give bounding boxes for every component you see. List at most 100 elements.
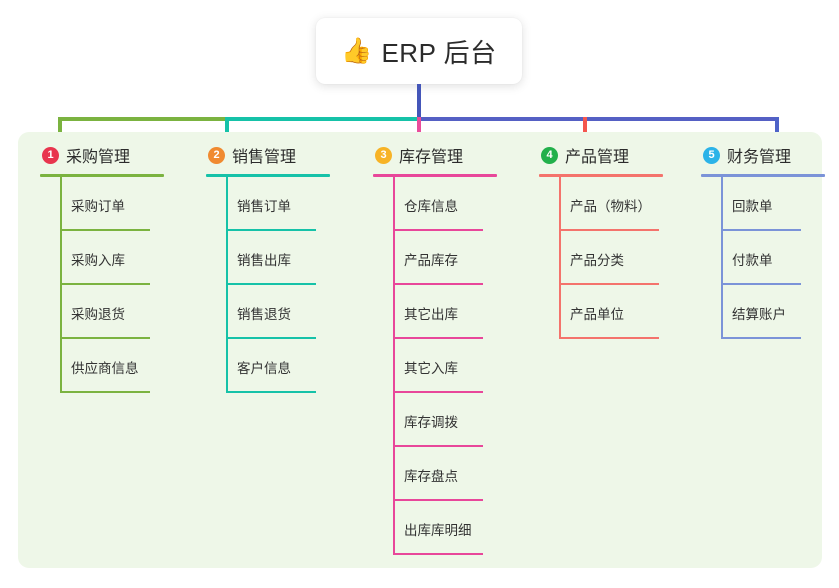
connector-root-stem — [417, 84, 421, 120]
thumbs-up-icon: 👍 — [341, 36, 373, 65]
branch-item[interactable]: 出库库明细 — [373, 501, 497, 555]
branch-item[interactable]: 客户信息 — [206, 339, 330, 393]
branch-header-4[interactable]: 4 产品管理 — [539, 142, 663, 168]
branch-badge-3: 3 — [375, 146, 392, 164]
branch-badge-1: 1 — [42, 146, 59, 164]
branch-item-underline — [721, 283, 801, 285]
branch-item[interactable]: 产品（物料） — [539, 177, 663, 231]
branch-item-label: 产品单位 — [570, 307, 624, 322]
branch-item-label: 采购退货 — [71, 307, 125, 322]
branch-item-label: 付款单 — [732, 253, 773, 268]
branch-item-underline — [721, 229, 801, 231]
branch-items-2: 销售订单销售出库销售退货客户信息 — [206, 177, 330, 393]
branch-item-label: 产品（物料） — [570, 199, 651, 214]
branch-item[interactable]: 其它入库 — [373, 339, 497, 393]
branch-item[interactable]: 库存盘点 — [373, 447, 497, 501]
branch-item-underline — [559, 229, 659, 231]
branch-item-label: 销售出库 — [237, 253, 291, 268]
branch-items-5: 回款单付款单结算账户 — [701, 177, 825, 339]
connector-bus-segment-2 — [225, 117, 421, 121]
branch-item[interactable]: 产品分类 — [539, 231, 663, 285]
branch-item-underline — [226, 391, 316, 393]
branch-header-3[interactable]: 3 库存管理 — [373, 142, 497, 168]
branch-item[interactable]: 仓库信息 — [373, 177, 497, 231]
connector-drop-3 — [417, 117, 421, 143]
branch-item[interactable]: 其它出库 — [373, 285, 497, 339]
connector-drop-5 — [775, 117, 779, 143]
branch-item-underline — [60, 283, 150, 285]
branch-column-4: 4 产品管理产品（物料） 产品分类产品单位 — [539, 142, 663, 339]
branch-items-4: 产品（物料） 产品分类产品单位 — [539, 177, 663, 339]
branch-item[interactable]: 销售出库 — [206, 231, 330, 285]
branch-item-label: 库存盘点 — [404, 469, 458, 484]
branch-item-underline — [226, 337, 316, 339]
branch-underline-5 — [701, 174, 825, 177]
branch-item-underline — [60, 229, 150, 231]
connector-drop-4 — [583, 117, 587, 143]
branch-column-2: 2 销售管理销售订单销售出库销售退货客户信息 — [206, 142, 330, 393]
root-node[interactable]: 👍 ERP 后台 — [316, 18, 522, 84]
root-title: ERP 后台 — [381, 37, 497, 68]
branch-underline-2 — [206, 174, 330, 177]
branch-item[interactable]: 销售订单 — [206, 177, 330, 231]
branch-item-underline — [393, 391, 483, 393]
branch-header-1[interactable]: 1 采购管理 — [40, 142, 164, 168]
branch-item-label: 销售订单 — [237, 199, 291, 214]
branch-item-label: 其它出库 — [404, 307, 458, 322]
branch-item-label: 销售退货 — [237, 307, 291, 322]
branch-item-underline — [559, 283, 659, 285]
branch-item-label: 出库库明细 — [404, 523, 472, 538]
branch-title-4: 产品管理 — [565, 149, 630, 166]
branch-item[interactable]: 采购入库 — [40, 231, 164, 285]
branch-spine-3 — [393, 177, 395, 555]
branch-underline-1 — [40, 174, 164, 177]
branch-spine-2 — [226, 177, 228, 393]
branch-item-underline — [60, 337, 150, 339]
connector-drop-2 — [225, 117, 229, 143]
branch-underline-4 — [539, 174, 663, 177]
branch-item[interactable]: 产品库存 — [373, 231, 497, 285]
branch-item-label: 客户信息 — [237, 361, 291, 376]
branch-item-underline — [60, 391, 150, 393]
branch-item[interactable]: 付款单 — [701, 231, 825, 285]
branch-item-underline — [393, 445, 483, 447]
branch-item-underline — [226, 229, 316, 231]
branch-item-underline — [393, 283, 483, 285]
branch-header-2[interactable]: 2 销售管理 — [206, 142, 330, 168]
branch-item-label: 结算账户 — [732, 307, 786, 322]
branch-item[interactable]: 供应商信息 — [40, 339, 164, 393]
branch-item[interactable]: 采购订单 — [40, 177, 164, 231]
branch-spine-1 — [60, 177, 62, 393]
branch-item-underline — [393, 553, 483, 555]
branch-badge-5: 5 — [703, 146, 720, 164]
branch-item[interactable]: 结算账户 — [701, 285, 825, 339]
branch-item-underline — [559, 337, 659, 339]
connector-bus-segment-1 — [58, 117, 227, 121]
branch-item[interactable]: 销售退货 — [206, 285, 330, 339]
branch-item[interactable]: 库存调拨 — [373, 393, 497, 447]
branch-item-label: 产品库存 — [404, 253, 458, 268]
branch-item-label: 采购订单 — [71, 199, 125, 214]
branch-item-underline — [226, 283, 316, 285]
branch-item-label: 产品分类 — [570, 253, 624, 268]
branch-item[interactable]: 回款单 — [701, 177, 825, 231]
branch-item-label: 采购入库 — [71, 253, 125, 268]
branch-item[interactable]: 产品单位 — [539, 285, 663, 339]
connector-drop-1 — [58, 117, 62, 143]
branch-item-underline — [393, 499, 483, 501]
branch-column-1: 1 采购管理采购订单采购入库采购退货供应商信息 — [40, 142, 164, 393]
branch-item[interactable]: 采购退货 — [40, 285, 164, 339]
branch-item-underline — [721, 337, 801, 339]
branch-title-3: 库存管理 — [399, 149, 464, 166]
branch-item-label: 供应商信息 — [71, 361, 139, 376]
branch-item-label: 库存调拨 — [404, 415, 458, 430]
branch-items-1: 采购订单采购入库采购退货供应商信息 — [40, 177, 164, 393]
branch-title-2: 销售管理 — [232, 149, 297, 166]
branch-title-1: 采购管理 — [66, 149, 131, 166]
branch-badge-2: 2 — [208, 146, 225, 164]
branch-item-underline — [393, 229, 483, 231]
branch-item-label: 仓库信息 — [404, 199, 458, 214]
branch-column-3: 3 库存管理仓库信息产品库存其它出库其它入库库存调拨库存盘点出库库明细 — [373, 142, 497, 555]
branch-badge-4: 4 — [541, 146, 558, 164]
